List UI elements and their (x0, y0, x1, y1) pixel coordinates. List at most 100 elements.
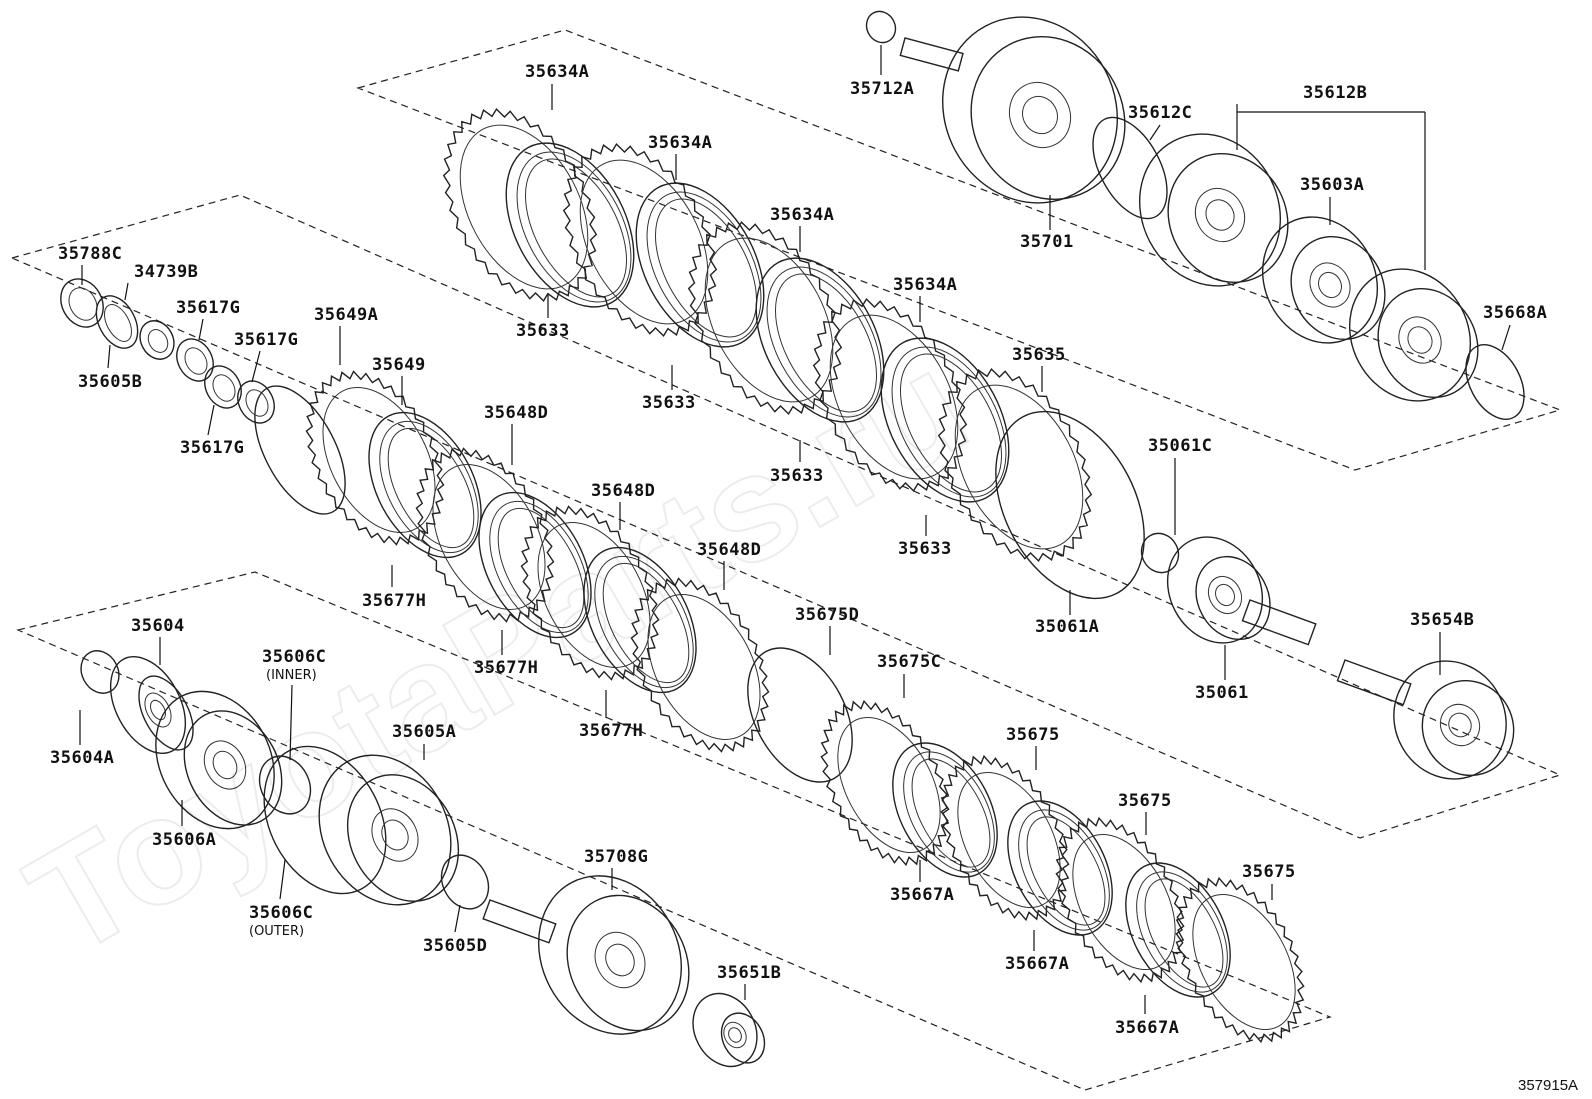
plate-friction-edge (1144, 878, 1224, 988)
drum-bore (1407, 326, 1433, 354)
plate-teeth (562, 143, 718, 337)
washer-outer (176, 338, 214, 382)
part-label: 34739B (134, 262, 198, 282)
clutch-disc (478, 491, 592, 639)
part-label: 35675C (877, 652, 941, 672)
drum-hub (1194, 187, 1246, 243)
part-label: 35649 (372, 355, 426, 375)
group-outline-top (356, 29, 1562, 471)
drum-35708g (537, 875, 690, 1035)
snap-ring (747, 647, 853, 783)
plate-teeth (415, 447, 555, 623)
washer-outer (139, 320, 175, 360)
part-label: 35701 (1020, 232, 1074, 252)
sub-label-outer: (OUTER) (249, 924, 304, 939)
drum-rim (537, 875, 683, 1035)
drum-rim (941, 16, 1119, 204)
shaft-spline (899, 37, 964, 72)
o-ring-35612c (1092, 116, 1168, 220)
washer (237, 380, 275, 424)
part-label: 35668A (1483, 303, 1547, 323)
plate-inner-edge (954, 384, 1084, 550)
snap-ring-35604a (80, 650, 120, 694)
clutch-plate (562, 143, 718, 337)
plate-teeth (1175, 876, 1305, 1044)
clutch-disc (505, 142, 635, 308)
clutch-plate (687, 221, 843, 415)
bushing-35061c (1140, 532, 1180, 574)
plate-friction-edge (774, 273, 878, 413)
drum-back (1290, 235, 1386, 341)
part-label: 35654B (1410, 610, 1474, 630)
drum-hub (1439, 703, 1481, 747)
part-label: 35634A (648, 133, 712, 153)
part-label: 35677H (579, 721, 643, 741)
plate-outer-edge (368, 411, 482, 559)
part-label: 35712A (850, 79, 914, 99)
plate-inner-edge (579, 159, 709, 325)
plate-inner-edge (379, 420, 479, 554)
clutch-plate (1175, 876, 1305, 1044)
washer-outer (204, 365, 242, 409)
plate-inner-edge (704, 237, 834, 403)
plate-outer-edge (635, 182, 765, 348)
clutch-plate (940, 754, 1070, 922)
clutch-plate (820, 699, 950, 867)
plate-inner-edge (537, 522, 651, 668)
drum-hub (203, 740, 247, 790)
washer (95, 295, 139, 349)
part-label: 35677H (362, 591, 426, 611)
reference-code: 357915A (1518, 1077, 1578, 1094)
drum-back (970, 35, 1126, 201)
washer (139, 320, 175, 360)
washer (60, 278, 104, 328)
plate-inner-edge (903, 751, 995, 873)
plate-outer-edge (505, 142, 635, 308)
plate-inner-edge (646, 191, 762, 343)
plate-inner-edge (1018, 809, 1110, 931)
part-label: 35633 (770, 466, 824, 486)
drum-rim (1138, 133, 1282, 287)
drum-bore (1205, 199, 1235, 231)
drum-hub (594, 931, 646, 989)
part-label: 35612C (1128, 103, 1192, 123)
drum-back (1195, 555, 1271, 641)
washer-outer (60, 278, 104, 328)
snap-ring-35668a (1465, 344, 1525, 420)
shaft-35708g (482, 899, 557, 944)
leader-line (454, 904, 461, 933)
part-label: 35649A (314, 305, 378, 325)
leader-line (279, 859, 286, 900)
clutch-plate (305, 370, 445, 546)
washer-inner (245, 389, 269, 417)
plate-teeth (937, 368, 1093, 562)
plate-outer-edge (755, 257, 885, 423)
plate-inner-edge (891, 346, 1007, 498)
part-label: 35675 (1006, 725, 1060, 745)
part-label: 35606C (262, 647, 326, 667)
clutch-plate (442, 108, 598, 302)
drum-rim (1261, 216, 1379, 344)
drum-back (1167, 152, 1289, 284)
drum-bore (1448, 712, 1472, 738)
plate-inner-edge (837, 716, 941, 854)
plate-outer-edge (1007, 800, 1113, 936)
leader-line (198, 318, 204, 341)
clutch-disc (1125, 862, 1231, 998)
drum-hub (371, 808, 419, 862)
part-label: 35605B (78, 372, 142, 392)
hub-35612b (1348, 268, 1479, 402)
part-label: 35633 (516, 321, 570, 341)
drum-hub (1207, 575, 1243, 615)
piston-35612b (1138, 133, 1289, 287)
part-label: 35061 (1195, 683, 1249, 703)
carrier-35606a (155, 690, 283, 830)
plate-inner-edge (766, 266, 882, 418)
plate-inner-edge (516, 151, 632, 303)
part-label: 35617G (176, 298, 240, 318)
washer-outer (237, 380, 275, 424)
plate-inner-edge (1192, 893, 1296, 1031)
part-label: 35633 (642, 393, 696, 413)
drum-35701 (941, 16, 1126, 204)
